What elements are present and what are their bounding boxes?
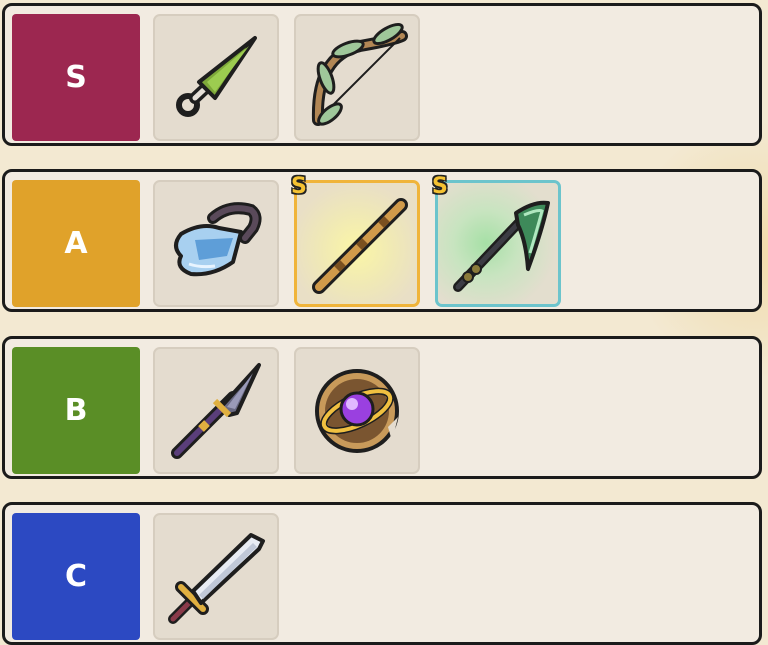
item-slot-kunai[interactable]: [153, 14, 279, 141]
scythe-icon: [453, 200, 550, 292]
sword-icon: [168, 533, 265, 624]
kunai-icon: [176, 36, 257, 117]
item-slot-scythe[interactable]: S: [432, 176, 561, 307]
bamboo-staff-icon: [312, 198, 408, 294]
item-slot-ice-gauntlet[interactable]: [153, 180, 279, 307]
tier-row-c: C: [2, 502, 762, 645]
spear-icon: [171, 363, 261, 459]
item-slot-leaf-bow[interactable]: [294, 14, 420, 141]
tier-row-s: S: [2, 3, 762, 146]
orb-amulet-icon: [315, 369, 399, 453]
item-slot-sword[interactable]: [153, 513, 279, 640]
ice-gauntlet-icon: [174, 202, 262, 277]
rarity-badge: S: [291, 174, 307, 199]
rarity-badge: S: [432, 174, 448, 199]
tier-row-a: A S S: [2, 169, 762, 312]
item-slot-orb-amulet[interactable]: [294, 347, 420, 474]
tier-label-b: B: [12, 347, 140, 474]
tier-label-a: A: [12, 180, 140, 307]
item-slot-spear[interactable]: [153, 347, 279, 474]
leaf-bow-icon: [311, 22, 408, 126]
tier-label-c: C: [12, 513, 140, 640]
item-slot-bamboo-staff[interactable]: S: [291, 176, 420, 307]
tier-label-s: S: [12, 14, 140, 141]
tier-row-b: B: [2, 336, 762, 479]
